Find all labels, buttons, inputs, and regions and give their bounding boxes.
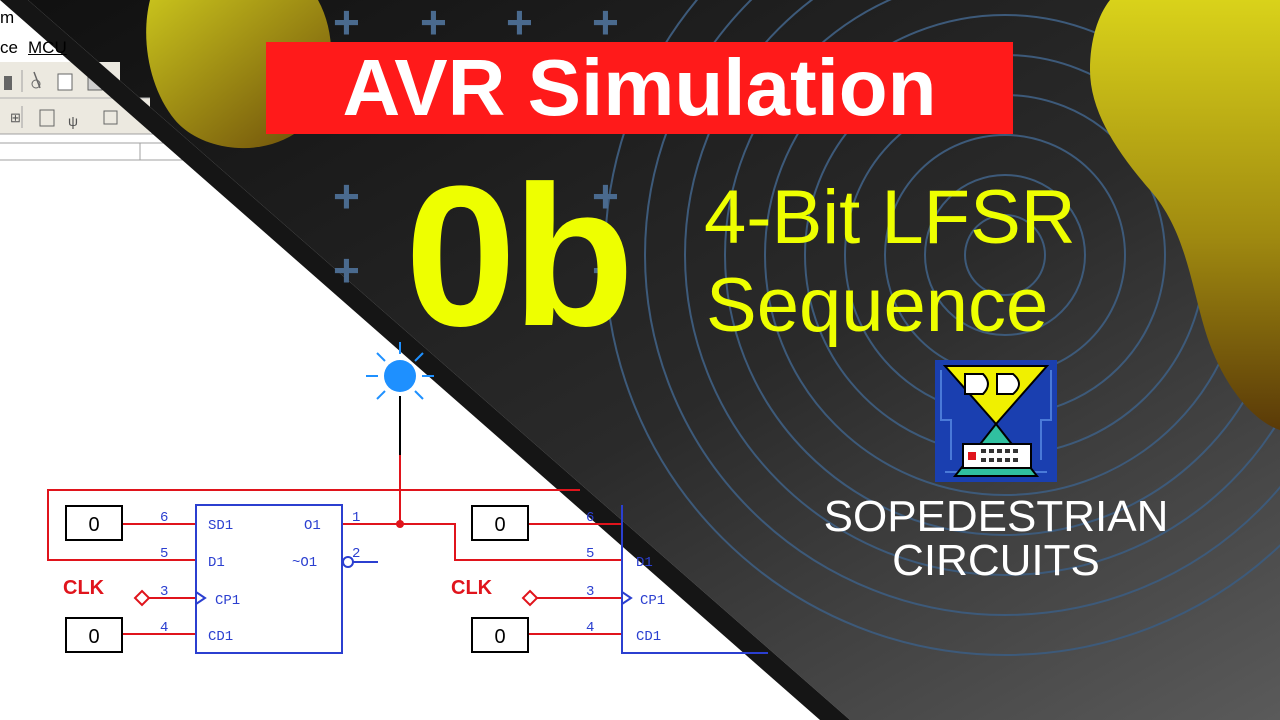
plus-decor: + xyxy=(592,244,619,296)
tool-icon[interactable] xyxy=(4,76,12,90)
box-icon[interactable] xyxy=(103,110,118,125)
pin-number: 6 xyxy=(160,510,168,526)
scissors-icon[interactable] xyxy=(31,71,41,89)
pin-name: O1 xyxy=(304,518,321,534)
pin-number: 5 xyxy=(586,546,594,562)
input-value: 0 xyxy=(494,514,505,536)
blob-top-right xyxy=(1090,0,1280,430)
flipflop-right[interactable] xyxy=(621,505,768,654)
led-indicator xyxy=(366,342,434,455)
bar-icon[interactable] xyxy=(39,109,55,127)
logic-icon[interactable]: ⊞ xyxy=(10,110,21,125)
pin-number: 1 xyxy=(352,510,360,526)
subtitle-line-2: Sequence xyxy=(706,263,1049,348)
clock-label: CLK xyxy=(63,577,105,599)
channel-logo xyxy=(935,360,1057,482)
input-value: 0 xyxy=(494,626,505,648)
plus-decor: + xyxy=(592,170,619,222)
pin-name: CD1 xyxy=(208,629,233,645)
plus-decor: + xyxy=(506,0,533,48)
window-title-fragment: m xyxy=(0,8,15,27)
copy-icon[interactable] xyxy=(57,73,73,91)
menu-item-ce[interactable]: ce xyxy=(0,38,18,57)
input-value: 0 xyxy=(88,514,99,536)
logic-input-box[interactable] xyxy=(65,505,123,541)
logic-input-box[interactable] xyxy=(471,617,529,653)
episode-code: 0b xyxy=(405,145,634,368)
brand-line-1: SOPEDESTRIAN xyxy=(823,492,1169,541)
plus-decor: + xyxy=(333,0,360,48)
flipflop-left[interactable] xyxy=(195,504,378,654)
pin-name: D1 xyxy=(636,555,653,571)
subtitle-line-1: 4-Bit LFSR xyxy=(704,175,1076,260)
pin-name: CP1 xyxy=(215,593,240,609)
plus-decor: + xyxy=(333,170,360,222)
pin-number: 4 xyxy=(586,620,594,636)
pin-number: 3 xyxy=(160,584,168,600)
wires-active xyxy=(47,455,622,635)
pin-number: 6 xyxy=(586,510,594,526)
pin-name: ~O1 xyxy=(292,555,317,571)
junction-dot xyxy=(396,520,404,528)
divider-strip xyxy=(0,0,850,720)
pin-number: 3 xyxy=(586,584,594,600)
plus-decor: + xyxy=(333,244,360,296)
pin-name: CP1 xyxy=(640,593,665,609)
pin-name: D1 xyxy=(208,555,225,571)
menu-item-mcu[interactable]: MCU xyxy=(28,38,67,57)
title-banner xyxy=(266,42,1013,134)
probe-icon[interactable]: ψ xyxy=(68,113,78,129)
pin-number: 2 xyxy=(352,546,360,562)
video-title: AVR Simulation xyxy=(342,43,937,132)
logic-input-box[interactable] xyxy=(471,505,529,541)
clock-port-right[interactable] xyxy=(521,589,539,607)
logic-input-box[interactable] xyxy=(65,617,123,653)
pin-number: 5 xyxy=(160,546,168,562)
pin-number: 4 xyxy=(160,620,168,636)
pin-name: SD1 xyxy=(208,518,233,534)
plus-decor: + xyxy=(592,0,619,48)
pin-name: CD1 xyxy=(636,629,661,645)
clock-port-left[interactable] xyxy=(133,589,151,607)
plus-decor: + xyxy=(420,0,447,48)
brand-line-2: CIRCUITS xyxy=(892,536,1100,585)
input-value: 0 xyxy=(88,626,99,648)
schematic: 0 0 0 0 CLK CLK 6 5 3 4 1 2 6 5 3 4 SD1 … xyxy=(47,342,768,654)
clock-label: CLK xyxy=(451,577,493,599)
